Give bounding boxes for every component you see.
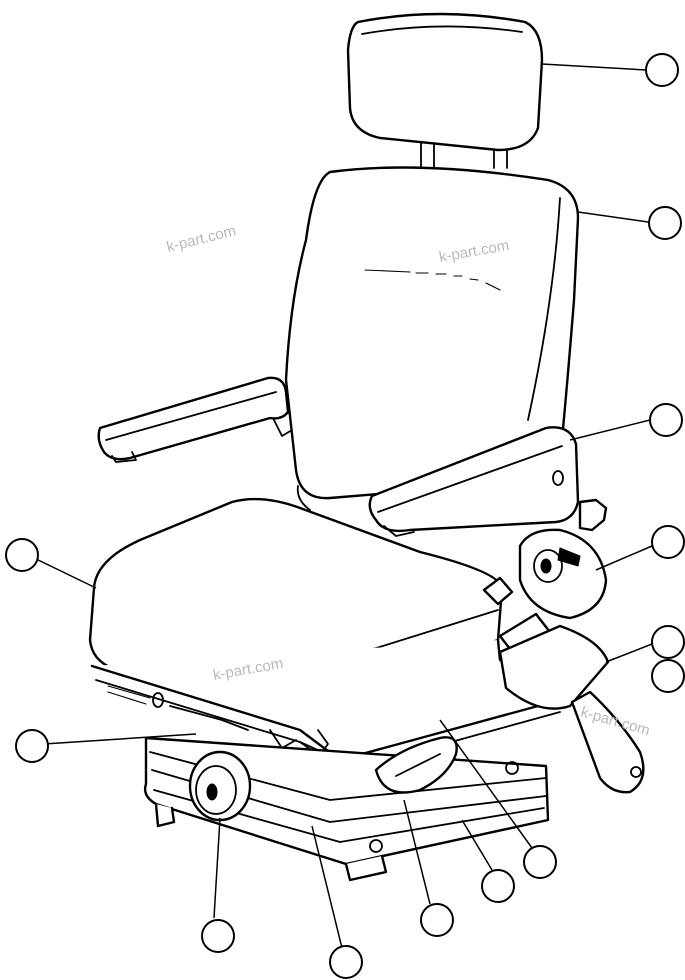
headrest <box>346 12 544 169</box>
callout-belt-buckle-lower[interactable] <box>651 659 685 693</box>
right-armrest <box>368 426 608 537</box>
callout-belt-buckle-upper[interactable] <box>651 625 685 659</box>
callout-slide-lever[interactable] <box>15 729 49 763</box>
callout-belt-retractor[interactable] <box>651 525 685 559</box>
callout-seat-frame[interactable] <box>523 845 557 879</box>
callout-circles <box>5 53 685 979</box>
leader-lines <box>33 63 653 949</box>
weight-knob <box>188 750 252 822</box>
callout-weight-knob[interactable] <box>201 919 235 953</box>
seat-belt <box>482 576 645 794</box>
callout-height-handle[interactable] <box>420 903 454 937</box>
callout-backrest[interactable] <box>648 206 682 240</box>
callout-armrest[interactable] <box>649 403 683 437</box>
left-armrest <box>97 376 293 463</box>
belt-retractor <box>518 528 608 620</box>
callout-headrest[interactable] <box>645 53 679 87</box>
callout-suspension-base[interactable] <box>329 945 363 979</box>
height-handle <box>374 736 458 794</box>
callout-seat-cushion[interactable] <box>5 538 39 572</box>
watermark-1: k-part.com <box>165 222 238 256</box>
callout-slide-rail[interactable] <box>481 869 515 903</box>
